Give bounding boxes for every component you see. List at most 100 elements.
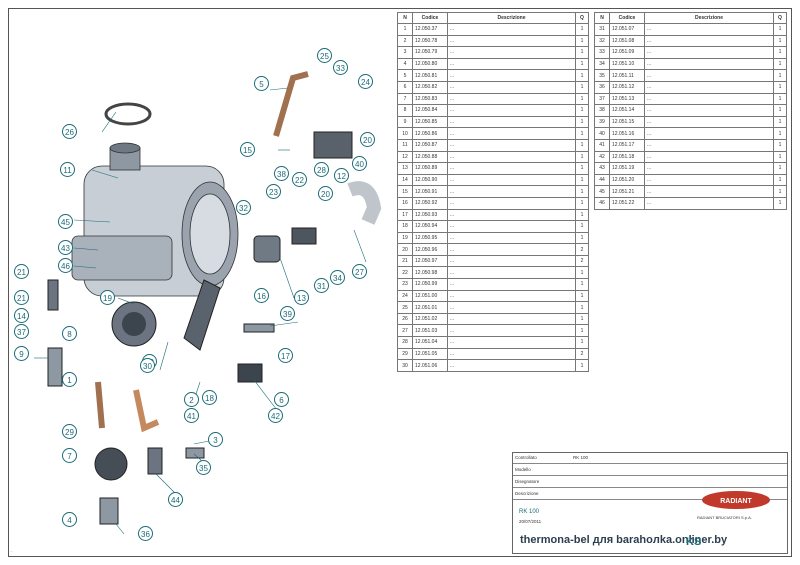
cell-n: 39 [594,115,610,129]
cell-code: 12.051.10 [609,57,645,71]
callout-20: 20 [360,132,375,147]
cell-code: 12.050.85 [412,115,448,129]
callout-42: 42 [268,408,283,423]
cell-description: ... [644,104,774,117]
cell-qty: 1 [575,278,589,291]
callout-37: 37 [14,324,29,339]
cell-code: 12.051.19 [609,162,645,175]
cell-code: 12.050.90 [412,173,448,187]
cell-n: 45 [594,185,610,198]
cell-code: 12.050.95 [412,231,448,245]
cell-description: ... [644,115,774,129]
callout-22: 22 [292,172,307,187]
company-name: RADIANT BRUCIATORI S.p.A. [697,515,752,520]
callout-34: 34 [330,270,345,285]
callout-14: 14 [14,308,29,323]
cell-code: 12.050.86 [412,127,448,140]
cell-qty: 1 [575,23,589,36]
cell-n: 46 [594,196,610,210]
cell-code: 12.050.79 [412,46,448,59]
callout-16: 16 [254,288,269,303]
cell-n: 30 [397,359,413,372]
cell-n: 22 [397,266,413,280]
title-block: Controllato RK 100 Modello Disegnatore D… [512,452,788,554]
cell-description: ... [447,185,576,198]
cell-code: 12.050.98 [412,266,448,280]
cell-description: ... [447,301,576,314]
cell-code: 12.051.21 [609,185,645,198]
callout-20b: 20 [318,186,333,201]
cell-qty: 1 [575,324,589,338]
callout-15: 15 [240,142,255,157]
cell-description: ... [447,347,576,361]
cell-qty: 1 [575,57,589,71]
cell-qty: 1 [773,138,787,152]
callout-24: 24 [358,74,373,89]
callout-40: 40 [352,156,367,171]
cell-description: ... [447,359,576,372]
cell-description: ... [644,185,774,198]
table-header: N Codice Descrizione Q [397,12,589,24]
model-code: RK 100 [519,509,540,515]
cell-qty: 1 [575,150,589,164]
cell-n: 18 [397,220,413,233]
cell-n: 6 [397,80,413,94]
cell-description: ... [447,243,576,256]
cell-n: 29 [397,347,413,361]
cell-n: 19 [397,231,413,245]
cell-n: 41 [594,138,610,152]
cell-n: 17 [397,208,413,222]
cell-n: 34 [594,57,610,71]
cell-description: ... [447,324,576,338]
cell-code: 12.051.09 [609,46,645,59]
cell-qty: 2 [575,347,589,361]
title-block-label: Modello [515,467,531,472]
title-block-label: Disegnatore [515,479,540,484]
callout-17: 17 [278,348,293,363]
cell-description: ... [447,173,576,187]
callout-21b: 21 [14,290,29,305]
cell-code: 12.051.18 [609,150,645,164]
cell-description: ... [644,138,774,152]
cell-qty: 1 [773,115,787,129]
cell-code: 12.050.88 [412,150,448,164]
drawing-date: 20/07/2011 [519,519,542,524]
cell-code: 12.051.16 [609,127,645,140]
cell-description: ... [447,127,576,140]
callout-5: 5 [254,76,269,91]
cell-description: ... [447,23,576,36]
cell-n: 9 [397,115,413,129]
cell-n: 36 [594,80,610,94]
cell-code: 12.051.13 [609,92,645,106]
title-block-label: Descrizione [515,491,539,496]
cell-code: 12.051.17 [609,138,645,152]
cell-qty: 1 [575,196,589,210]
cell-n: 33 [594,46,610,59]
gas-valve [313,131,353,159]
callout-38: 38 [274,166,289,181]
cell-qty: 1 [575,231,589,245]
cell-description: ... [447,150,576,164]
cell-qty: 1 [773,80,787,94]
cell-n: 42 [594,150,610,164]
cell-qty: 1 [773,150,787,164]
cell-n: 8 [397,104,413,117]
cell-n: 21 [397,254,413,268]
cell-n: 38 [594,104,610,117]
gasket-26 [104,102,152,126]
cell-description: ... [447,220,576,233]
